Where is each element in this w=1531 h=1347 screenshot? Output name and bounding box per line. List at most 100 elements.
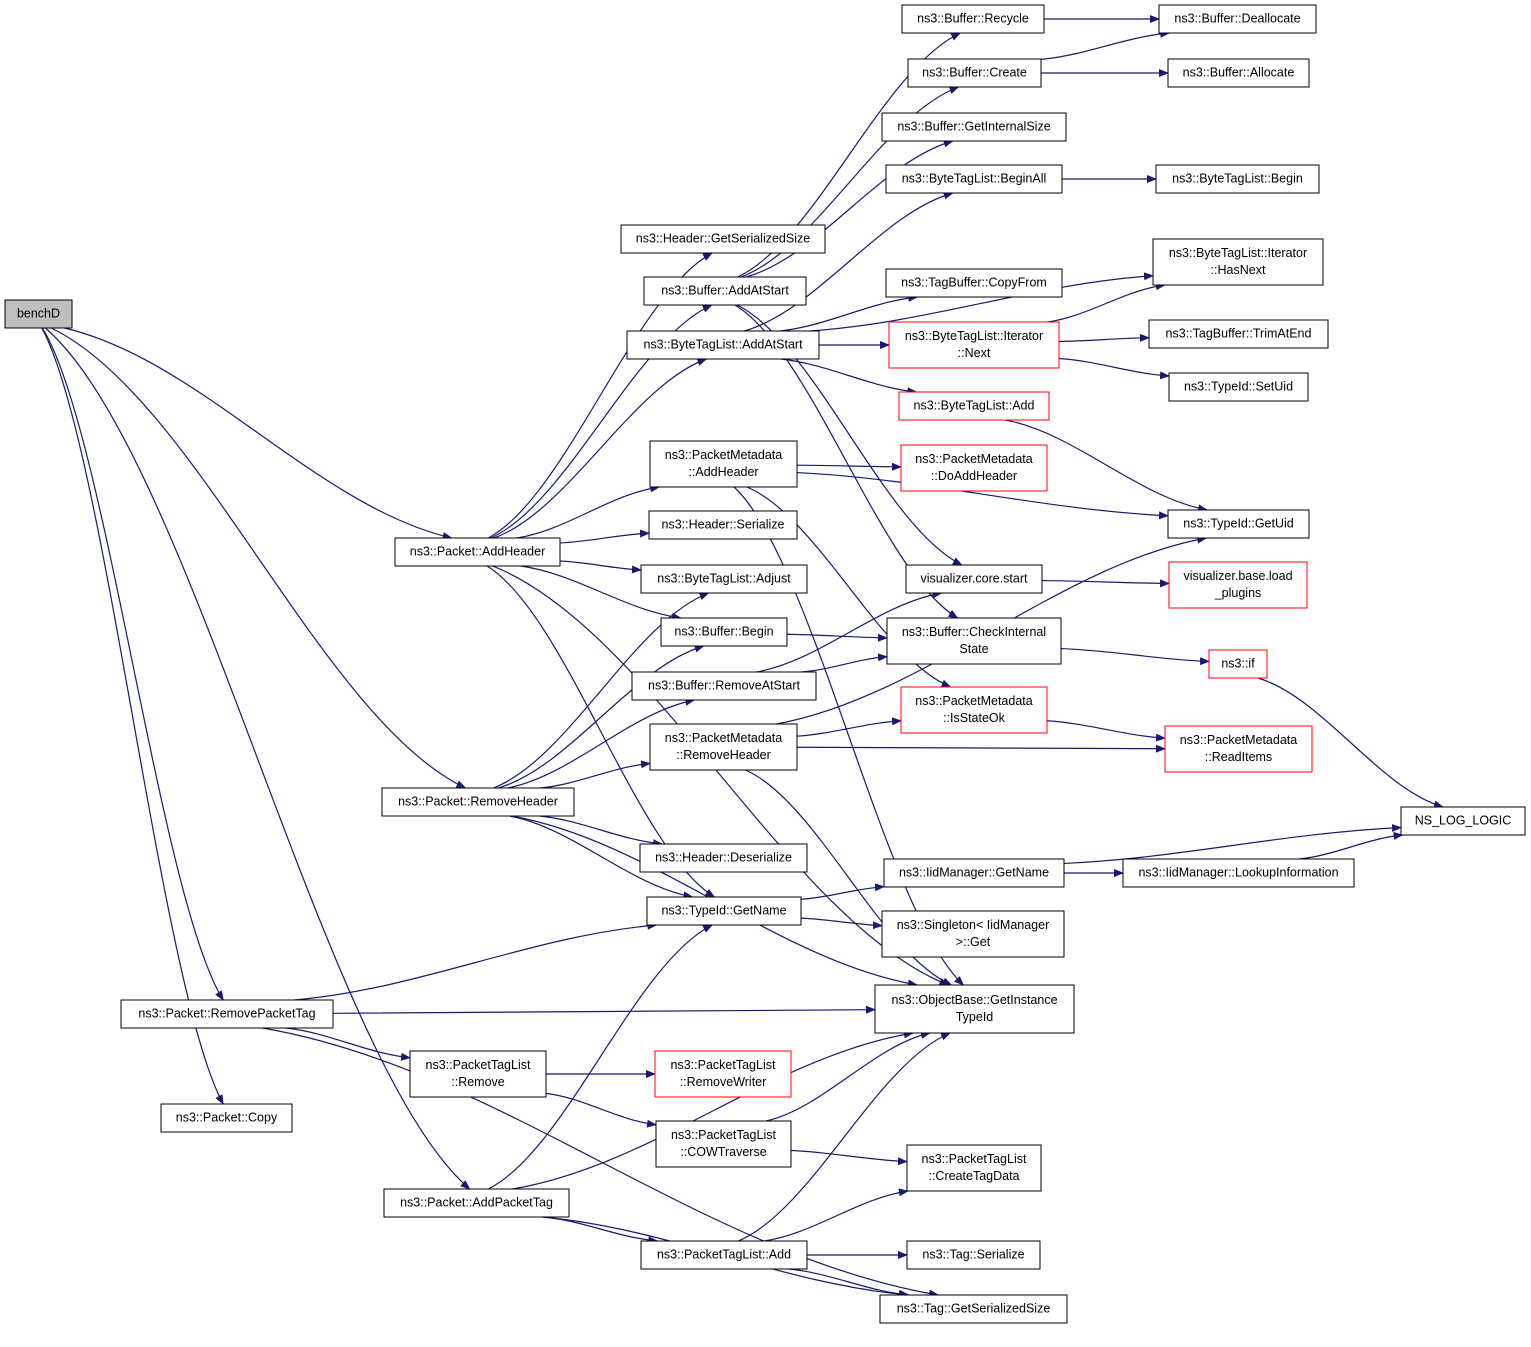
node-label: ns3::PacketTagList <box>426 1058 531 1072</box>
node-b-recycle[interactable]: ns3::Buffer::Recycle <box>901 4 1045 34</box>
node-b-deallocate[interactable]: ns3::Buffer::Deallocate <box>1158 4 1317 34</box>
node-box <box>654 1050 792 1098</box>
node-pm-isstateok[interactable]: ns3::PacketMetadata::IsStateOk <box>900 686 1048 734</box>
node-btl-beginall[interactable]: ns3::ByteTagList::BeginAll <box>885 164 1063 194</box>
node-btl-begin[interactable]: ns3::ByteTagList::Begin <box>1155 164 1320 194</box>
edge-b_create-to-b_deallocate <box>1040 29 1171 60</box>
node-ns-log-logic[interactable]: NS_LOG_LOGIC <box>1400 806 1526 836</box>
edge-iid_lookupinformation-to-ns_log_logic <box>1298 831 1404 860</box>
edge-pm_removeheader-to-pm_isstateok <box>796 717 902 737</box>
node-h-getserializedsize[interactable]: ns3::Header::GetSerializedSize <box>620 224 826 254</box>
node-label: ::RemoveWriter <box>680 1075 767 1089</box>
node-btli-next[interactable]: ns3::ByteTagList::Iterator::Next <box>888 321 1060 369</box>
node-p-addheader[interactable]: ns3::Packet::AddHeader <box>394 537 561 567</box>
edge-tid_getname-to-singleton_get <box>800 917 883 930</box>
node-iid-getname[interactable]: ns3::IidManager::GetName <box>883 858 1065 888</box>
node-box <box>1148 319 1329 349</box>
node-label: ns3::Packet::AddPacketTag <box>400 1195 553 1209</box>
node-ptl-remove[interactable]: ns3::PacketTagList::Remove <box>409 1050 547 1098</box>
node-box <box>883 858 1065 888</box>
edge-btli_next-to-tid_setuid <box>1058 357 1170 380</box>
node-label: ns3::ByteTagList::AddAtStart <box>643 337 803 351</box>
edge-p_removepackettag-to-tag_getserializedsize <box>262 1027 940 1298</box>
node-box <box>1158 4 1317 34</box>
node-benchD[interactable]: benchD <box>4 299 73 329</box>
node-ns3-if[interactable]: ns3::if <box>1208 649 1268 679</box>
node-label: visualizer.core.start <box>921 571 1029 585</box>
node-pm-addheader[interactable]: ns3::PacketMetadata::AddHeader <box>649 440 798 488</box>
node-ptl-cowtraverse[interactable]: ns3::PacketTagList::COWTraverse <box>655 1120 792 1168</box>
node-btli-hasnext[interactable]: ns3::ByteTagList::Iterator::HasNext <box>1152 238 1324 286</box>
node-label: ns3::PacketTagList::Add <box>657 1247 791 1261</box>
node-h-serialize[interactable]: ns3::Header::Serialize <box>648 510 798 540</box>
node-pm-readitems[interactable]: ns3::PacketMetadata::ReadItems <box>1164 725 1313 773</box>
node-ptl-removewriter[interactable]: ns3::PacketTagList::RemoveWriter <box>654 1050 792 1098</box>
node-tid-setuid[interactable]: ns3::TypeId::SetUid <box>1168 372 1309 402</box>
edge-pm_addheader-to-pm_doaddheader <box>796 462 902 471</box>
node-btl-addatstart[interactable]: ns3::ByteTagList::AddAtStart <box>626 330 820 360</box>
node-box <box>120 999 334 1029</box>
node-label: ::AddHeader <box>688 465 758 479</box>
node-p-removeheader[interactable]: ns3::Packet::RemoveHeader <box>381 787 575 817</box>
node-b-allocate[interactable]: ns3::Buffer::Allocate <box>1167 58 1310 88</box>
node-iid-lookupinformation[interactable]: ns3::IidManager::LookupInformation <box>1122 858 1355 888</box>
edge-p_removeheader-to-pm_removeheader <box>540 760 651 789</box>
node-b-create[interactable]: ns3::Buffer::Create <box>907 58 1042 88</box>
node-box <box>646 896 802 926</box>
node-btl-add[interactable]: ns3::ByteTagList::Add <box>898 391 1050 421</box>
edge-ptl_add-to-tag_getserializedsize <box>788 1268 910 1299</box>
node-box <box>1155 164 1320 194</box>
edge-p_addheader-to-pm_addheader <box>516 484 661 539</box>
node-b-getinternalsize[interactable]: ns3::Buffer::GetInternalSize <box>881 112 1067 142</box>
node-label: ::ReadItems <box>1205 750 1272 764</box>
node-ptl-add[interactable]: ns3::PacketTagList::Add <box>640 1240 808 1270</box>
node-tid-getname[interactable]: ns3::TypeId::GetName <box>646 896 802 926</box>
node-ptl-createtagdata[interactable]: ns3::PacketTagList::CreateTagData <box>906 1144 1042 1192</box>
node-box <box>1168 372 1309 402</box>
node-b-begin[interactable]: ns3::Buffer::Begin <box>660 617 788 647</box>
node-label: ns3::TagBuffer::CopyFrom <box>901 275 1047 289</box>
node-tag-getserializedsize[interactable]: ns3::Tag::GetSerializedSize <box>879 1294 1068 1324</box>
node-box <box>160 1103 293 1133</box>
node-label: ns3::IidManager::GetName <box>899 865 1049 879</box>
edge-btli_next-to-btli_hasnext <box>1047 282 1166 323</box>
node-label: ns3::Buffer::CheckInternal <box>902 625 1046 639</box>
edge-p_addheader-to-btl_adjust <box>559 560 642 574</box>
edge-p_addpackettag-to-tid_getname <box>488 924 714 1190</box>
edge-b_addatstart-to-b_recycle <box>737 32 962 278</box>
node-viz-base-load-plugins[interactable]: visualizer.base.load_plugins <box>1168 561 1308 609</box>
edge-btl_addatstart-to-btl_beginall <box>744 191 954 332</box>
node-p-removepackettag[interactable]: ns3::Packet::RemovePacketTag <box>120 999 334 1029</box>
node-p-copy[interactable]: ns3::Packet::Copy <box>160 1103 293 1133</box>
node-label: ns3::ByteTagList::Begin <box>1172 171 1303 185</box>
node-pm-removeheader[interactable]: ns3::PacketMetadata::RemoveHeader <box>649 723 798 771</box>
edge-b_begin-to-b_checkinternalstate <box>786 633 888 642</box>
node-box <box>639 843 808 873</box>
node-btl-adjust[interactable]: ns3::ByteTagList::Adjust <box>640 564 808 594</box>
node-label: ns3::PacketTagList <box>671 1058 776 1072</box>
node-pm-doaddheader[interactable]: ns3::PacketMetadata::DoAddHeader <box>900 444 1048 492</box>
edge-b_addatstart-to-b_getinternalsize <box>746 139 954 278</box>
node-label: ns3::Tag::Serialize <box>922 1247 1024 1261</box>
node-b-addatstart[interactable]: ns3::Buffer::AddAtStart <box>643 276 807 306</box>
node-label: ns3::TypeId::GetUid <box>1183 516 1294 530</box>
node-box <box>649 723 798 771</box>
edge-p_addheader-to-b_begin <box>520 565 682 621</box>
node-viz-core-start[interactable]: visualizer.core.start <box>905 564 1043 594</box>
node-label: ns3::IidManager::LookupInformation <box>1138 865 1338 879</box>
node-tid-getuid[interactable]: ns3::TypeId::GetUid <box>1167 509 1310 539</box>
node-singleton-get[interactable]: ns3::Singleton< IidManager>::Get <box>881 910 1065 958</box>
node-box <box>885 164 1063 194</box>
node-p-addpackettag[interactable]: ns3::Packet::AddPacketTag <box>383 1188 570 1218</box>
node-tb-trimatend[interactable]: ns3::TagBuffer::TrimAtEnd <box>1148 319 1329 349</box>
node-h-deserialize[interactable]: ns3::Header::Deserialize <box>639 843 808 873</box>
node-tb-copyfrom[interactable]: ns3::TagBuffer::CopyFrom <box>885 268 1063 298</box>
node-label: ns3::Tag::GetSerializedSize <box>897 1301 1051 1315</box>
node-label: _plugins <box>1214 586 1262 600</box>
node-b-removeatstart[interactable]: ns3::Buffer::RemoveAtStart <box>631 671 817 701</box>
edge-btl_add-to-tid_getuid <box>1005 419 1209 513</box>
edge-b_removeatstart-to-b_checkinternalstate <box>801 653 888 673</box>
node-tag-serialize[interactable]: ns3::Tag::Serialize <box>906 1240 1041 1270</box>
